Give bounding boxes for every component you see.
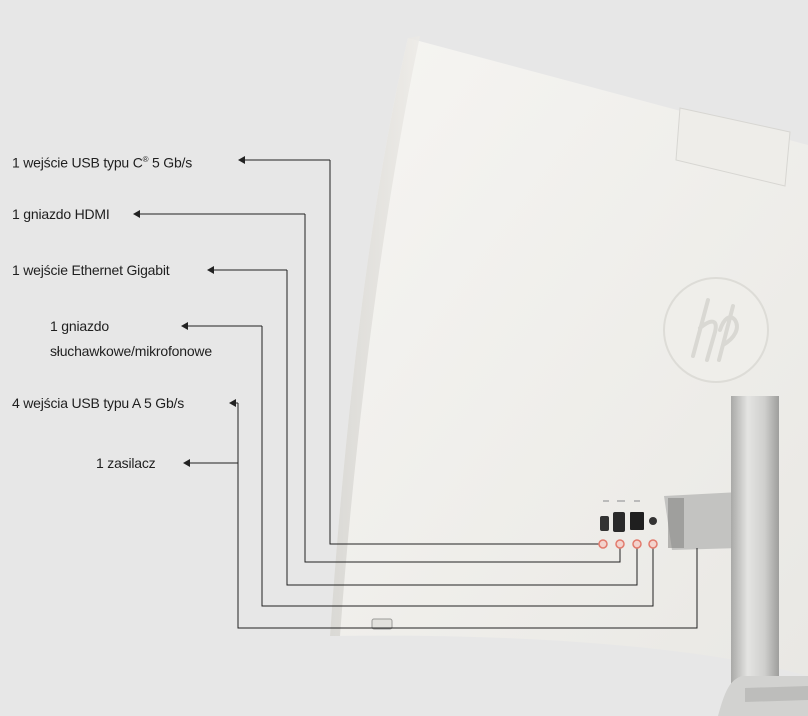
power-button [371, 618, 393, 630]
monitor-stand [664, 396, 808, 716]
callout-lines [133, 156, 698, 629]
marker-audio [648, 539, 658, 549]
usb-c-port [600, 516, 609, 531]
label-audio-line2: słuchawkowe/mikrofonowe [50, 343, 212, 359]
ethernet-port [630, 512, 644, 530]
label-usb-c: 1 wejście USB typu C® 5 Gb/s [12, 154, 193, 171]
marker-usb-c [598, 539, 608, 549]
audio-jack [649, 517, 657, 525]
port-panel [600, 500, 657, 532]
marker-ethernet [632, 539, 642, 549]
port-markers [598, 539, 658, 549]
label-audio-line1: 1 gniazdo [50, 318, 109, 334]
marker-hdmi [615, 539, 625, 549]
hp-logo [663, 277, 769, 383]
label-power: 1 zasilacz [96, 455, 156, 471]
label-usb-a: 4 wejścia USB typu A 5 Gb/s [12, 395, 185, 411]
label-hdmi: 1 gniazdo HDMI [12, 206, 110, 222]
hdmi-port [613, 512, 625, 532]
label-ethernet: 1 wejście Ethernet Gigabit [12, 262, 170, 278]
